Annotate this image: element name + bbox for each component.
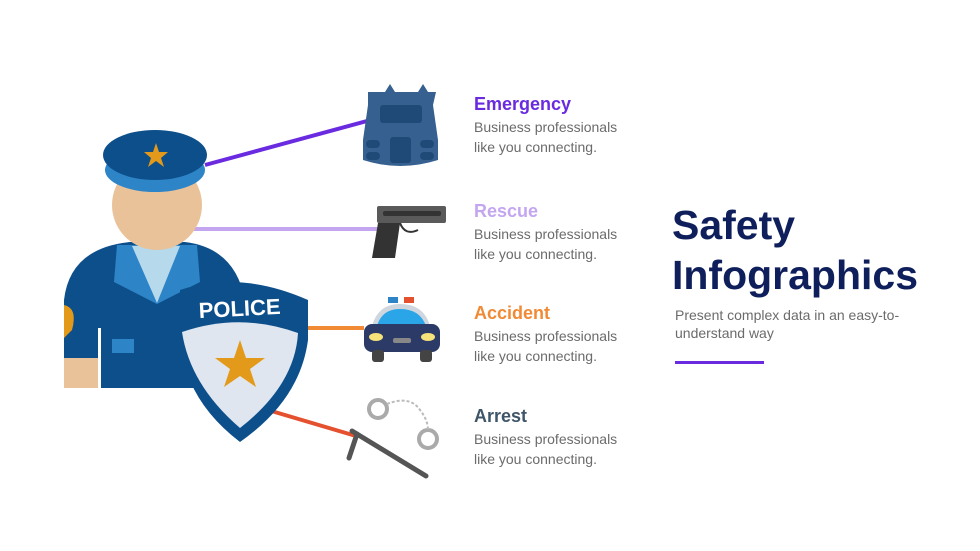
item-emergency: Emergency Business professionals like yo… <box>474 93 644 157</box>
bulletproof-vest-icon <box>363 84 438 166</box>
item-desc: like you connecting. <box>474 348 597 364</box>
page-title: Safety Infographics <box>672 200 918 300</box>
item-desc: Business professionals <box>474 431 618 447</box>
item-desc: like you connecting. <box>474 139 597 155</box>
police-car-icon <box>364 297 440 362</box>
police-shield-badge: POLICE <box>180 282 308 442</box>
item-accident: Accident Business professionals like you… <box>474 302 644 366</box>
item-desc: Business professionals <box>474 226 618 242</box>
subtitle: Present complex data in an easy-to-under… <box>675 307 900 341</box>
item-desc: Business professionals <box>474 119 618 135</box>
item-desc: like you connecting. <box>474 246 597 262</box>
item-title: Emergency <box>474 94 572 114</box>
item-title: Accident <box>474 303 551 323</box>
handcuffs-baton-icon <box>346 398 439 479</box>
title-line-1: Safety <box>672 202 796 248</box>
item-arrest: Arrest Business professionals like you c… <box>474 405 644 469</box>
badge-text: POLICE <box>198 294 281 323</box>
title-line-2: Infographics <box>672 252 919 298</box>
connector-arrest <box>267 408 357 438</box>
item-rescue: Rescue Business professionals like you c… <box>474 200 644 264</box>
handgun-icon <box>372 206 446 258</box>
connector-emergency <box>204 116 379 167</box>
item-desc: Business professionals <box>474 328 618 344</box>
item-desc: like you connecting. <box>474 451 597 467</box>
item-title: Rescue <box>474 201 539 221</box>
item-title: Arrest <box>474 406 528 426</box>
accent-underline <box>675 361 764 364</box>
